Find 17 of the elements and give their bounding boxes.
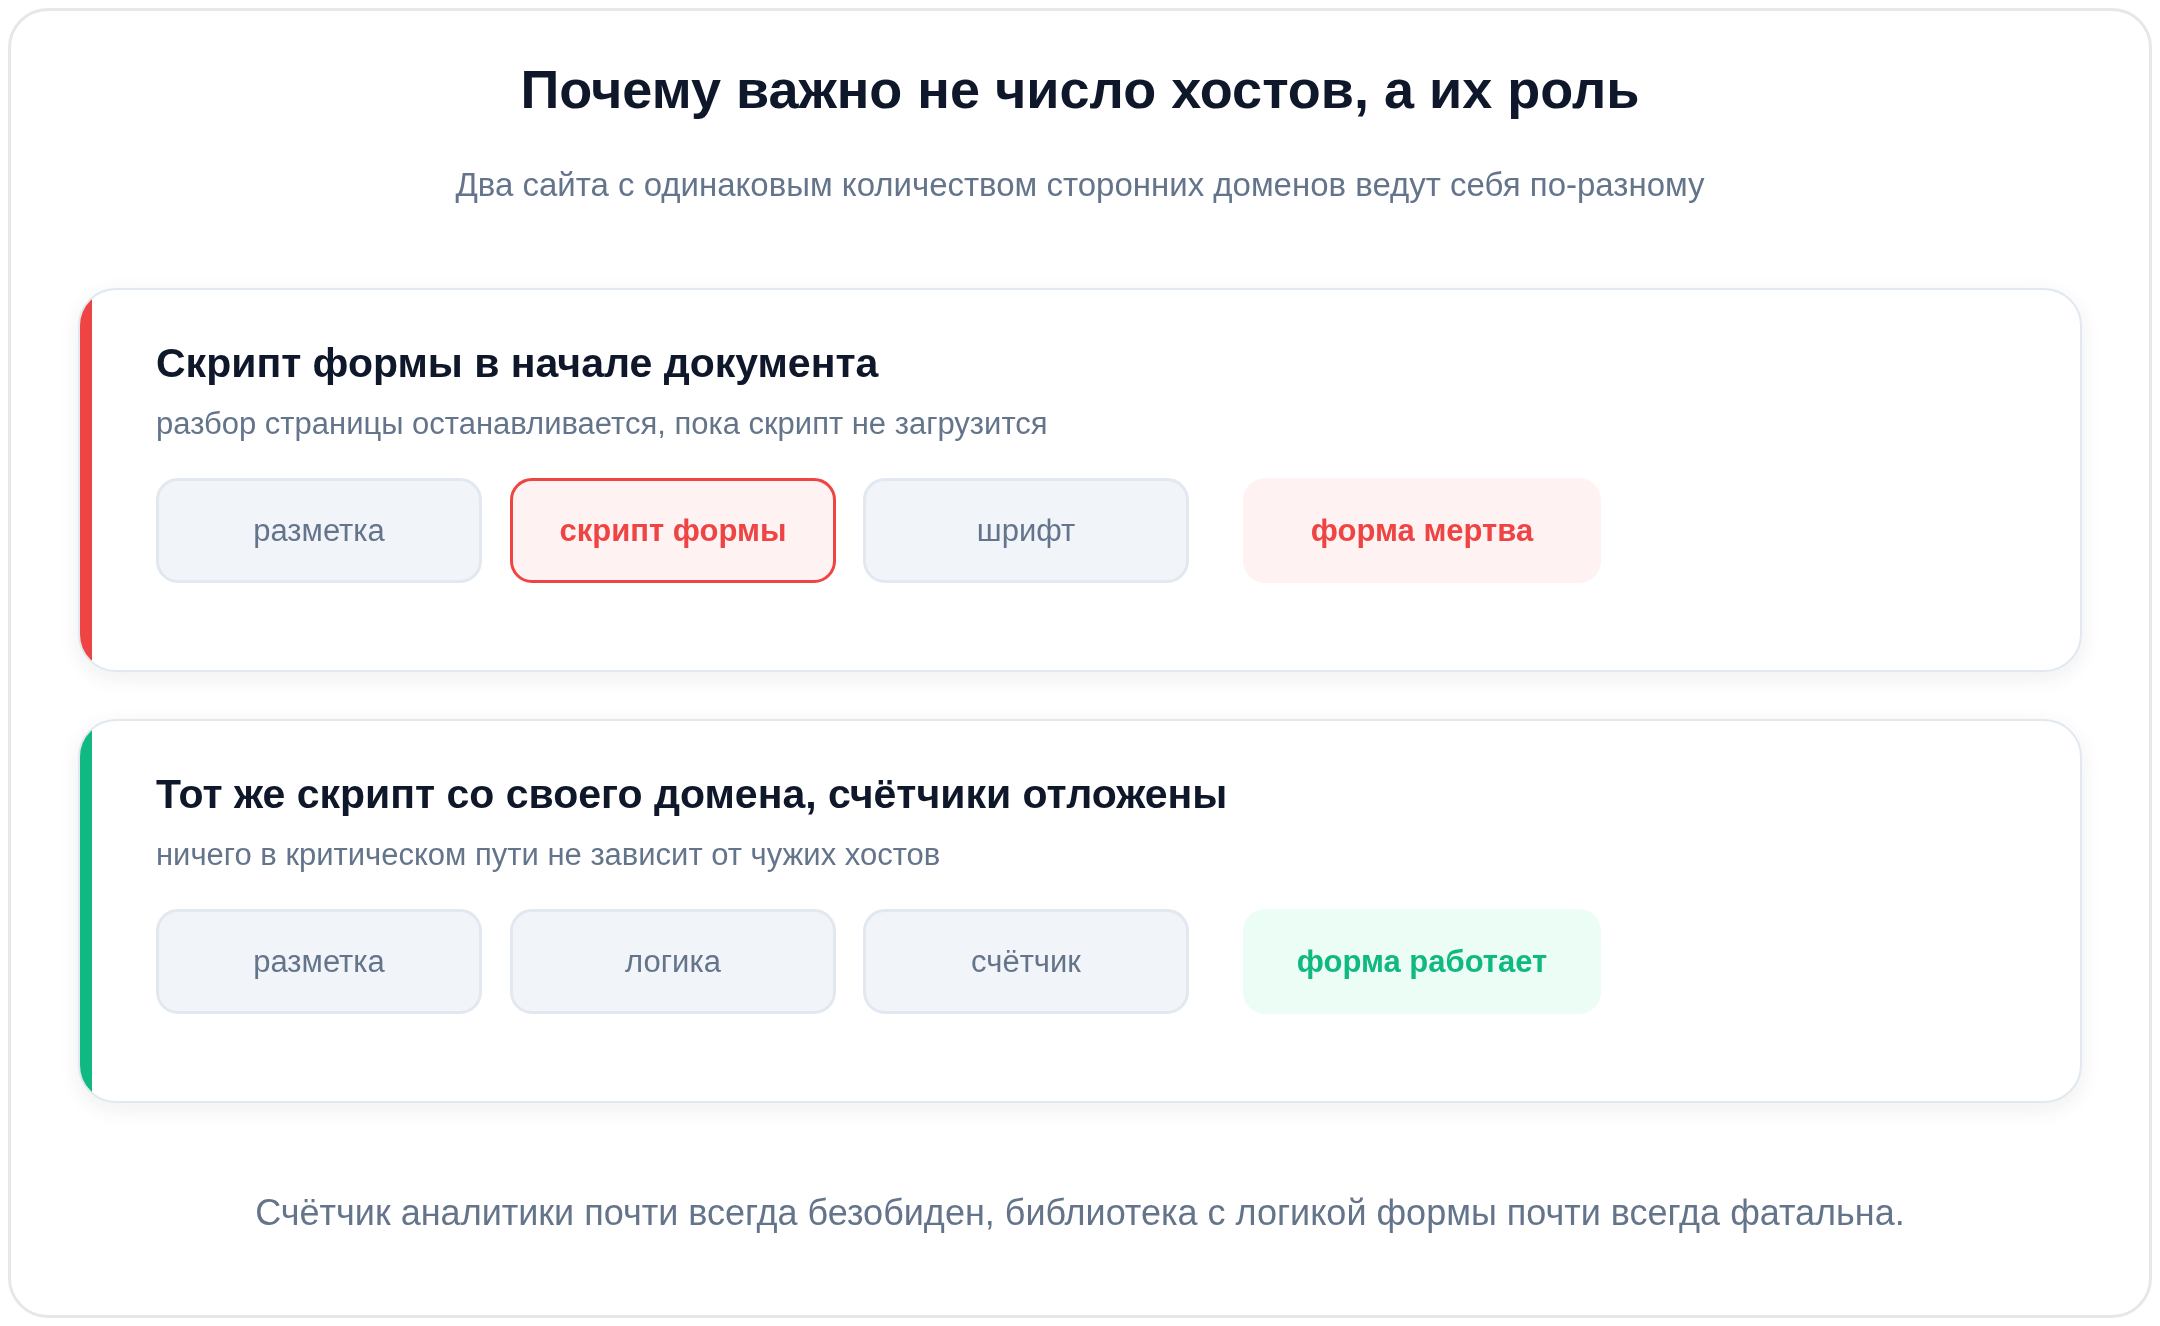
subtitle-text: Два сайта с одинаковым количеством сторонних доменов ведут себя по-разному bbox=[454, 166, 1706, 204]
resource-chip: логика bbox=[510, 909, 836, 1014]
card-heading: Тот же скрипт со своего домена, счётчики отложены bbox=[156, 771, 1228, 818]
resource-chip: счётчик bbox=[863, 909, 1189, 1014]
result-tag: форма работает bbox=[1243, 909, 1601, 1014]
result-tag: форма мертва bbox=[1243, 478, 1601, 583]
card-panel bbox=[78, 719, 2082, 1103]
card-subtitle: ничего в критическом пути не зависит от чужих хостов bbox=[156, 837, 941, 873]
card-panel bbox=[78, 288, 2082, 672]
card-subtitle: разбор страницы останавливается, пока скрипт не загрузится bbox=[156, 406, 1048, 442]
caption-text: Счётчик аналитики почти всегда безобиден, библиотека с логикой формы почти всегда фатальна. bbox=[254, 1192, 1906, 1234]
resource-chip: разметка bbox=[156, 478, 482, 583]
highlighted-resource-chip: скрипт формы bbox=[510, 478, 836, 583]
diagram-title: Почему важно не число хостов, а их роль bbox=[519, 58, 1641, 120]
resource-chip: разметка bbox=[156, 909, 482, 1014]
resource-chip: шрифт bbox=[863, 478, 1189, 583]
card-heading: Скрипт формы в начале документа bbox=[156, 340, 879, 387]
